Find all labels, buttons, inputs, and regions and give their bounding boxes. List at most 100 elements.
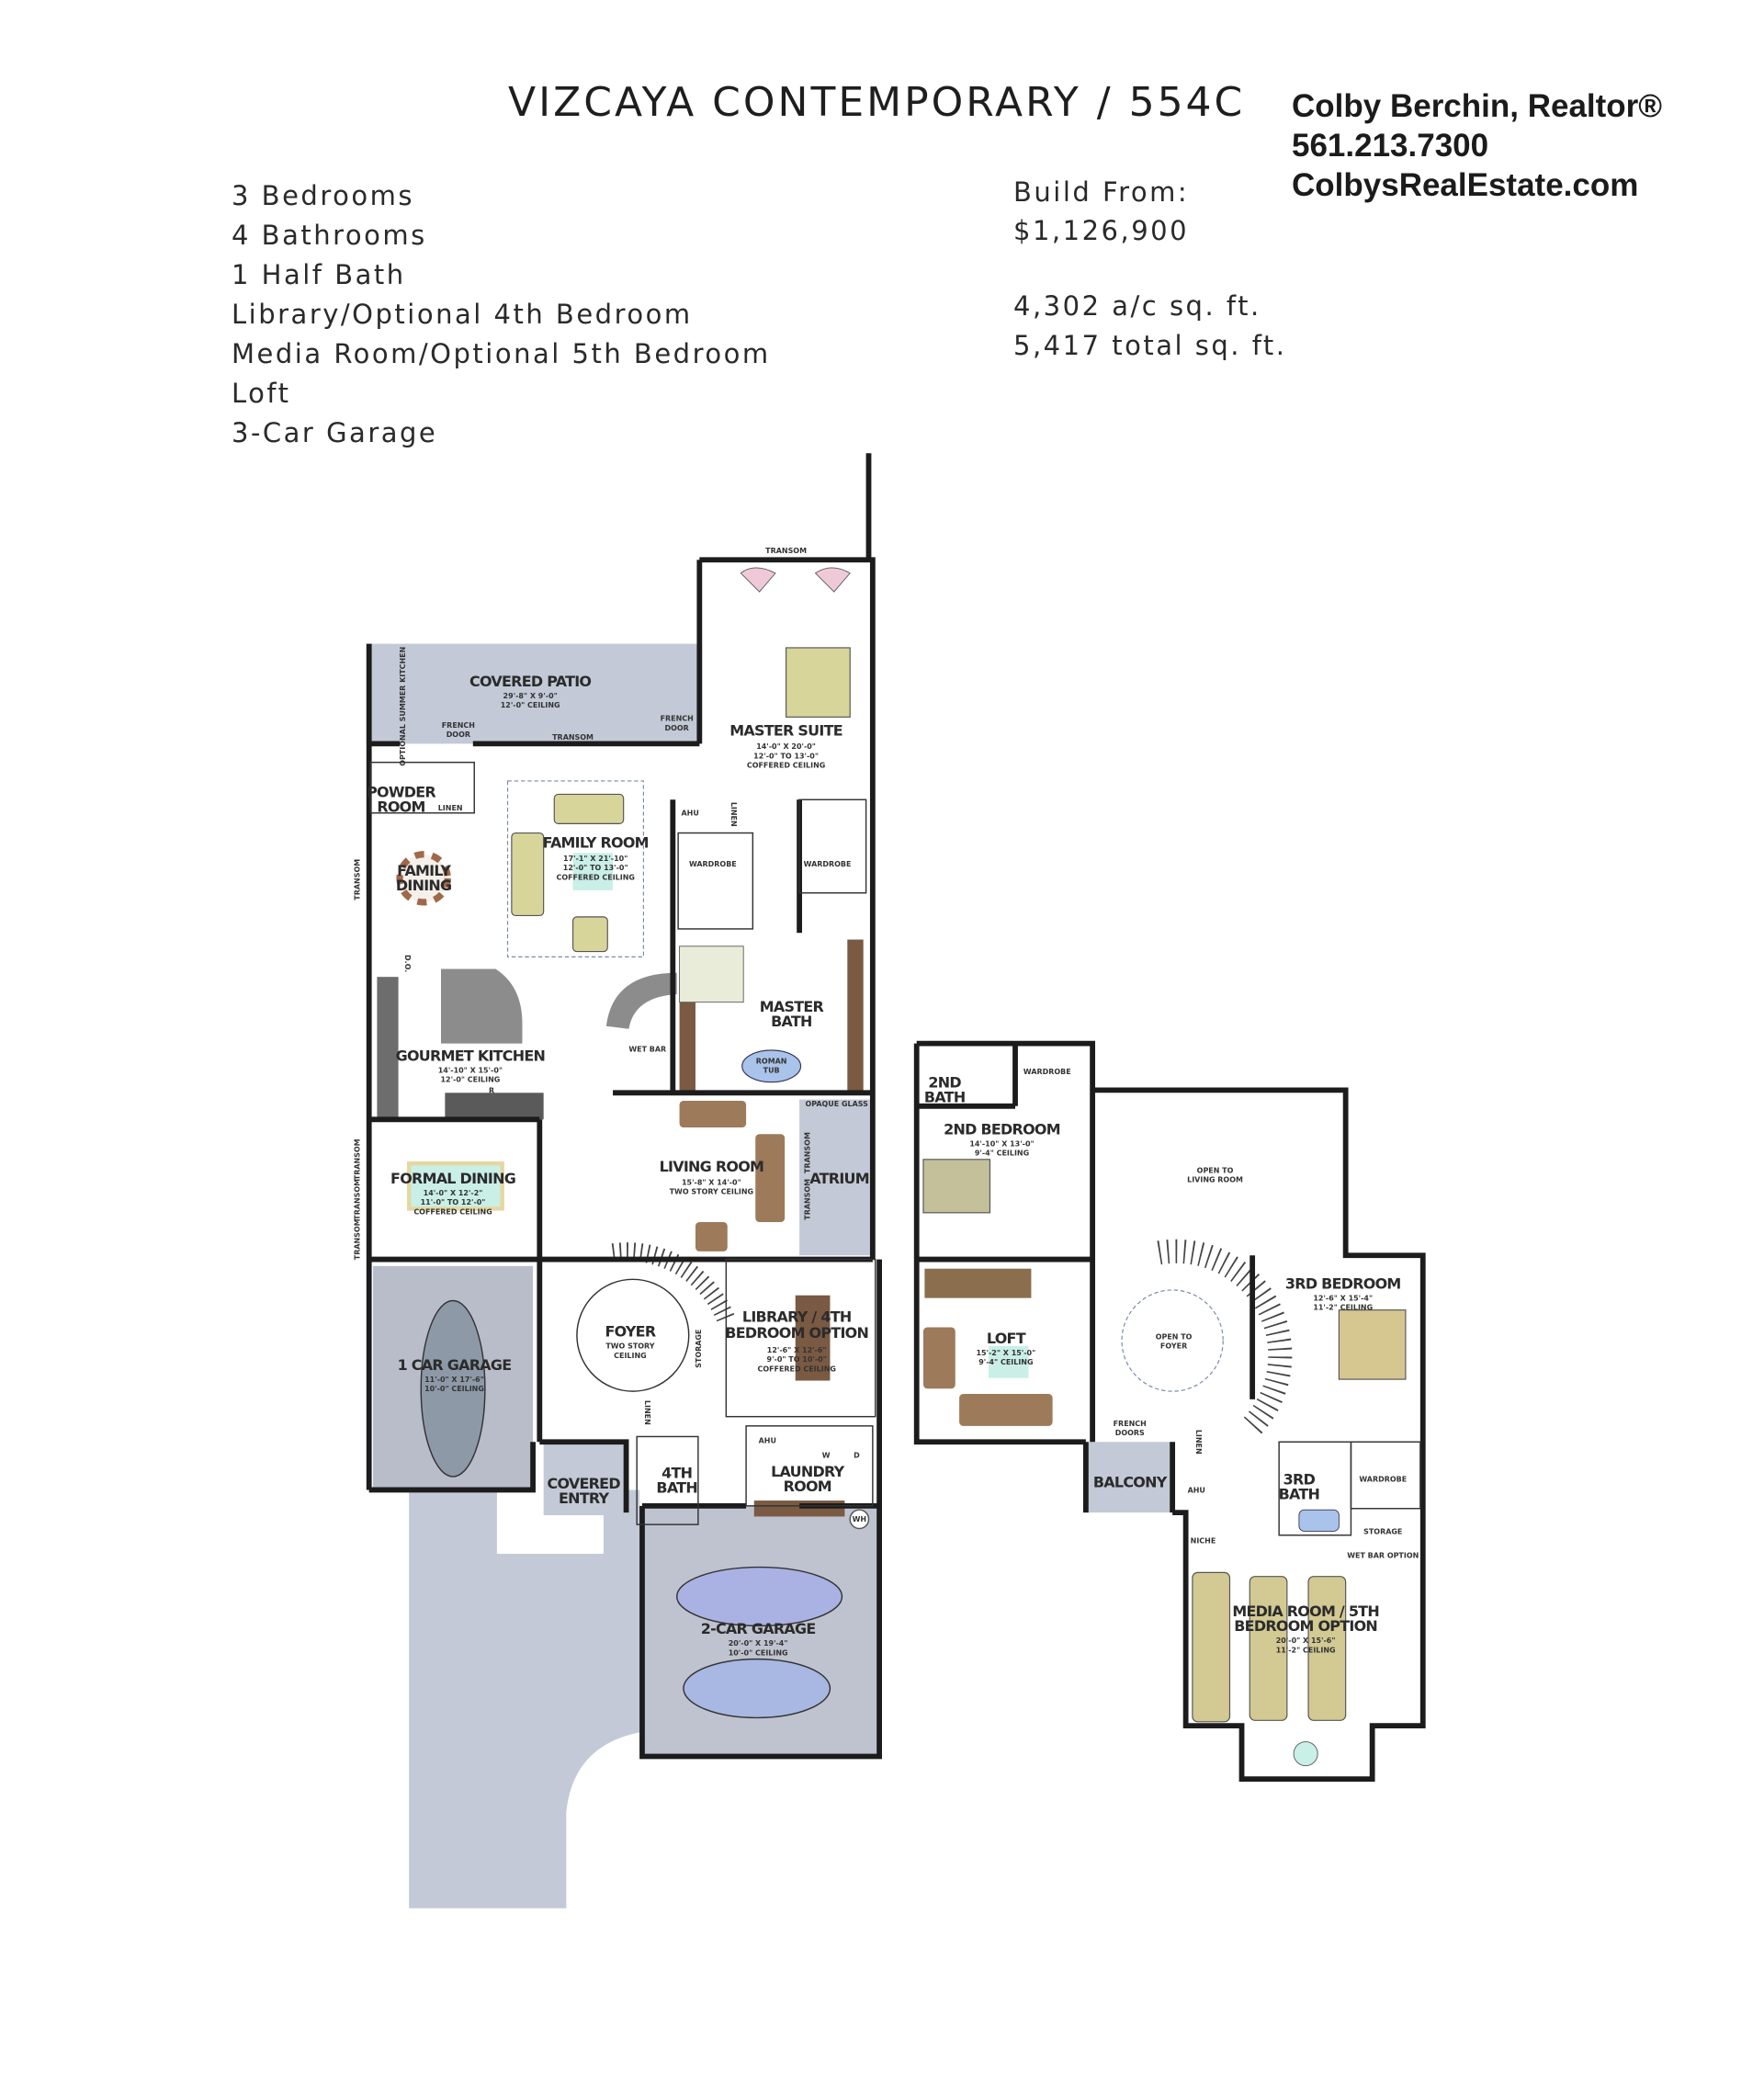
room-name: ATRIUM	[809, 1170, 869, 1187]
wardrobe-label: WARDROBE	[804, 860, 852, 868]
roman-tub-label: ROMAN	[756, 1057, 787, 1065]
first-floor	[366, 453, 882, 1908]
wet-bar-counter	[605, 972, 677, 1029]
room-name: BATH	[1279, 1486, 1320, 1503]
room-name: FORMAL DINING	[390, 1170, 515, 1187]
room-ceiling-type: COFFERED CEILING	[747, 761, 825, 769]
open-to-label: OPEN TO	[1197, 1166, 1234, 1174]
total-sqft: 5,417 total sq. ft.	[1013, 330, 1287, 361]
room-ceiling: 11'-2" CEILING	[1313, 1304, 1373, 1312]
room-name: BATH	[771, 1013, 812, 1030]
room-name: 1 CAR GARAGE	[398, 1356, 512, 1374]
room-labels: COVERED PATIO 29'-8" X 9'-0" 12'-0" CEIL…	[367, 673, 1401, 1657]
room-ceiling: 9'-4" CEILING	[975, 1149, 1029, 1157]
master-bath-vanity-left	[679, 989, 695, 1093]
storage-label: STORAGE	[695, 1330, 703, 1368]
room-ceiling: 9'-0" TO 10'-0"	[767, 1355, 827, 1364]
spec-item: Loft	[232, 378, 291, 409]
water-heater-icon	[849, 1509, 870, 1530]
ahu-label: AHU	[682, 810, 699, 818]
price-label: Build From:	[1013, 176, 1190, 208]
loft-sofa	[959, 1394, 1053, 1426]
library-wall	[725, 1258, 876, 1418]
room-name: ROOM	[784, 1478, 831, 1495]
linen-label: LINEN	[438, 804, 463, 812]
opaque-glass-label: OPAQUE GLASS	[805, 1100, 868, 1108]
room-ceiling-type: COFFERED CEILING	[556, 873, 634, 881]
realtor-phone: 561.213.7300	[1292, 128, 1489, 164]
linen-label: LINEN	[643, 1400, 651, 1425]
room-dims: 12'-6" X 12'-6"	[767, 1346, 827, 1354]
room-name: ROOM	[377, 798, 424, 815]
master-chaise-icon	[740, 567, 851, 593]
annotation-labels: TRANSOM TRANSOM FRENCH DOOR FRENCH DOOR …	[354, 547, 1419, 1559]
room-ceiling: TWO STORY CEILING	[670, 1188, 753, 1196]
french-door-label: DOOR	[665, 724, 689, 732]
realtor-contact: Colby Berchin, Realtor® 561.213.7300 Col…	[1292, 86, 1662, 205]
room-dims: 17'-1" X 21'-10"	[563, 855, 628, 863]
media-sofa-1	[1192, 1571, 1231, 1723]
family-room-rug	[506, 780, 645, 957]
room-name: GOURMET KITCHEN	[396, 1048, 546, 1065]
third-bed	[1338, 1309, 1407, 1380]
realtor-name: Colby Berchin, Realtor®	[1292, 88, 1663, 124]
atrium-area	[799, 1099, 873, 1256]
room-dims: 14'-0" X 20'-0"	[756, 742, 816, 751]
ahu-label: AHU	[759, 1437, 776, 1445]
car-convertible-icon	[683, 1658, 831, 1719]
room-ceiling: 10'-0" CEILING	[424, 1385, 484, 1393]
master-bed	[786, 647, 851, 718]
room-dims: 29'-8" X 9'-0"	[503, 692, 558, 700]
open-to-foyer-circle	[1121, 1289, 1224, 1392]
room-name: BATH	[924, 1088, 966, 1105]
family-chair	[571, 916, 608, 953]
wardrobe-label: WARDROBE	[689, 860, 737, 868]
room-ceiling: 12'-0" CEILING	[440, 1076, 500, 1084]
bath-4th-wall	[636, 1435, 699, 1525]
master-bath-vanity-right	[847, 939, 864, 1093]
wardrobe-right	[798, 798, 867, 894]
balcony-area	[1085, 1442, 1173, 1513]
area-block: 4,302 a/c sq. ft. 5,417 total sq. ft.	[1013, 287, 1287, 366]
spec-item: Library/Optional 4th Bedroom	[232, 299, 693, 330]
foyer-label: FOYER	[1160, 1342, 1187, 1351]
wet-bar-option-label: WET BAR OPTION	[1347, 1551, 1419, 1559]
kitchen-counter-left	[377, 977, 399, 1121]
transom-label: TRANSOM	[354, 1138, 362, 1180]
room-ceiling: CEILING	[614, 1352, 647, 1360]
wardrobe-label: WARDROBE	[1359, 1476, 1407, 1484]
room-name: POWDER	[367, 783, 435, 800]
realtor-website: ColbysRealEstate.com	[1292, 167, 1639, 203]
spec-item: Media Room/Optional 5th Bedroom	[232, 338, 771, 369]
room-name: BEDROOM OPTION	[1234, 1617, 1377, 1635]
car-sedan-icon	[675, 1566, 843, 1627]
room-name: LAUNDRY	[771, 1463, 845, 1480]
laundry-wall	[745, 1425, 874, 1507]
storage-label: STORAGE	[1363, 1527, 1402, 1535]
specs-list: 3 Bedrooms 4 Bathrooms 1 Half Bath Libra…	[232, 176, 771, 453]
do-label: D.O.	[403, 955, 412, 972]
living-room-label: LIVING ROOM	[1187, 1175, 1243, 1183]
room-dims: 20'-0" X 15'-6"	[1276, 1636, 1336, 1645]
dryer-label: D	[854, 1452, 860, 1460]
ahu-label: AHU	[1188, 1486, 1205, 1494]
room-name: COVERED PATIO	[469, 673, 591, 690]
spec-item: 1 Half Bath	[232, 259, 406, 290]
room-ceiling: 12'-0" TO 13'-0"	[563, 864, 628, 872]
room-name: 2ND	[928, 1074, 961, 1092]
powder-room-wall	[369, 761, 475, 814]
room-name: 4TH	[662, 1464, 692, 1481]
room-name: MEDIA ROOM / 5TH	[1232, 1602, 1379, 1620]
room-dims: 14'-0" X 12'-2"	[424, 1189, 483, 1197]
kitchen-island	[441, 968, 523, 1044]
room-ceiling: 11'-0" TO 12'-0"	[421, 1198, 486, 1206]
room-name: ENTRY	[559, 1489, 610, 1507]
loft-desk	[924, 1268, 1032, 1298]
room-name: DINING	[396, 877, 452, 894]
family-coffee-table	[572, 853, 614, 890]
wet-bar-label: WET BAR	[628, 1045, 666, 1053]
media-sofa-3	[1307, 1576, 1347, 1721]
transom-label: TRANSOM	[552, 733, 594, 742]
room-name: LIBRARY / 4TH	[742, 1308, 852, 1326]
